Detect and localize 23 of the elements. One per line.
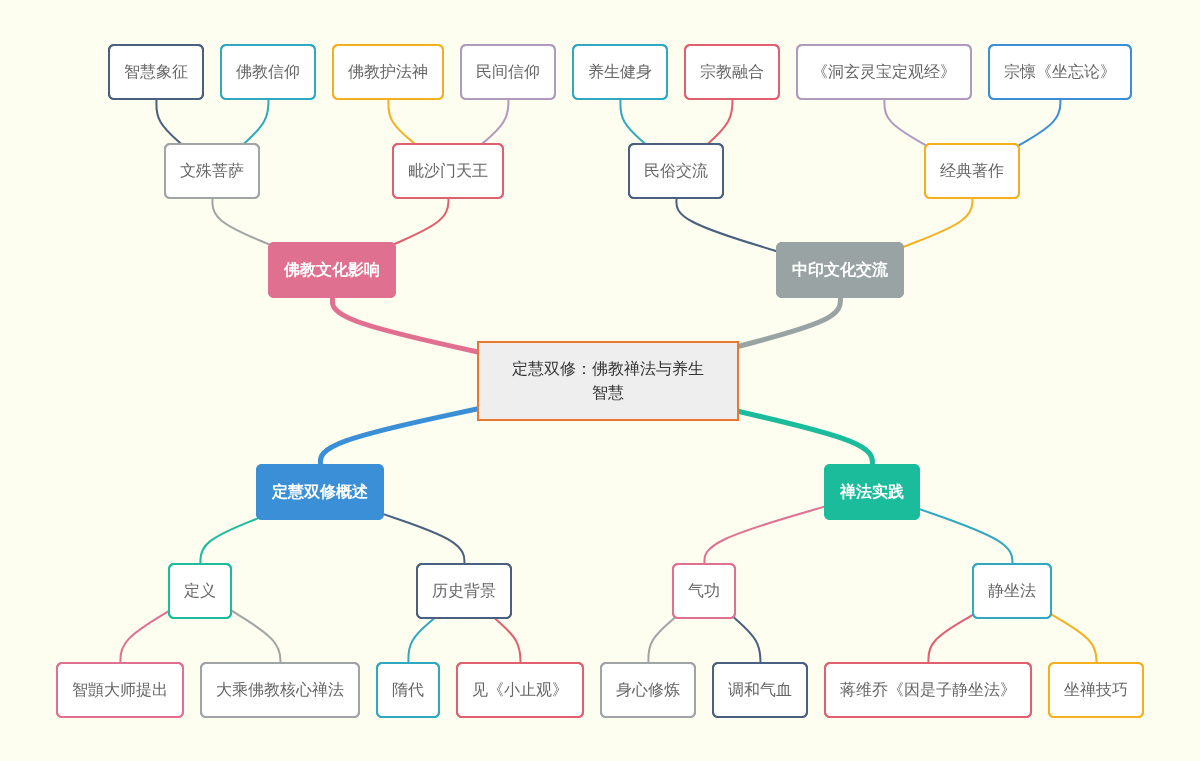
- node-box: 定慧双修：佛教禅法与养生智慧: [477, 340, 739, 421]
- connector: [199, 516, 260, 565]
- connector: [392, 197, 450, 245]
- connector: [706, 98, 734, 145]
- connector: [1050, 612, 1098, 664]
- connector: [155, 98, 183, 145]
- connector: [494, 617, 522, 664]
- connector: [737, 296, 843, 349]
- connector: [480, 98, 510, 145]
- connector: [230, 609, 282, 664]
- connector: [387, 98, 417, 145]
- connector: [647, 615, 677, 664]
- connector: [927, 612, 975, 664]
- connector: [242, 98, 270, 145]
- connector: [329, 296, 479, 354]
- connector: [317, 405, 479, 466]
- connector: [732, 615, 762, 664]
- connector: [902, 197, 974, 248]
- connector: [883, 98, 928, 147]
- connector: [1017, 98, 1062, 147]
- connector: [619, 98, 647, 145]
- connector: [382, 512, 466, 565]
- connector: [407, 617, 435, 664]
